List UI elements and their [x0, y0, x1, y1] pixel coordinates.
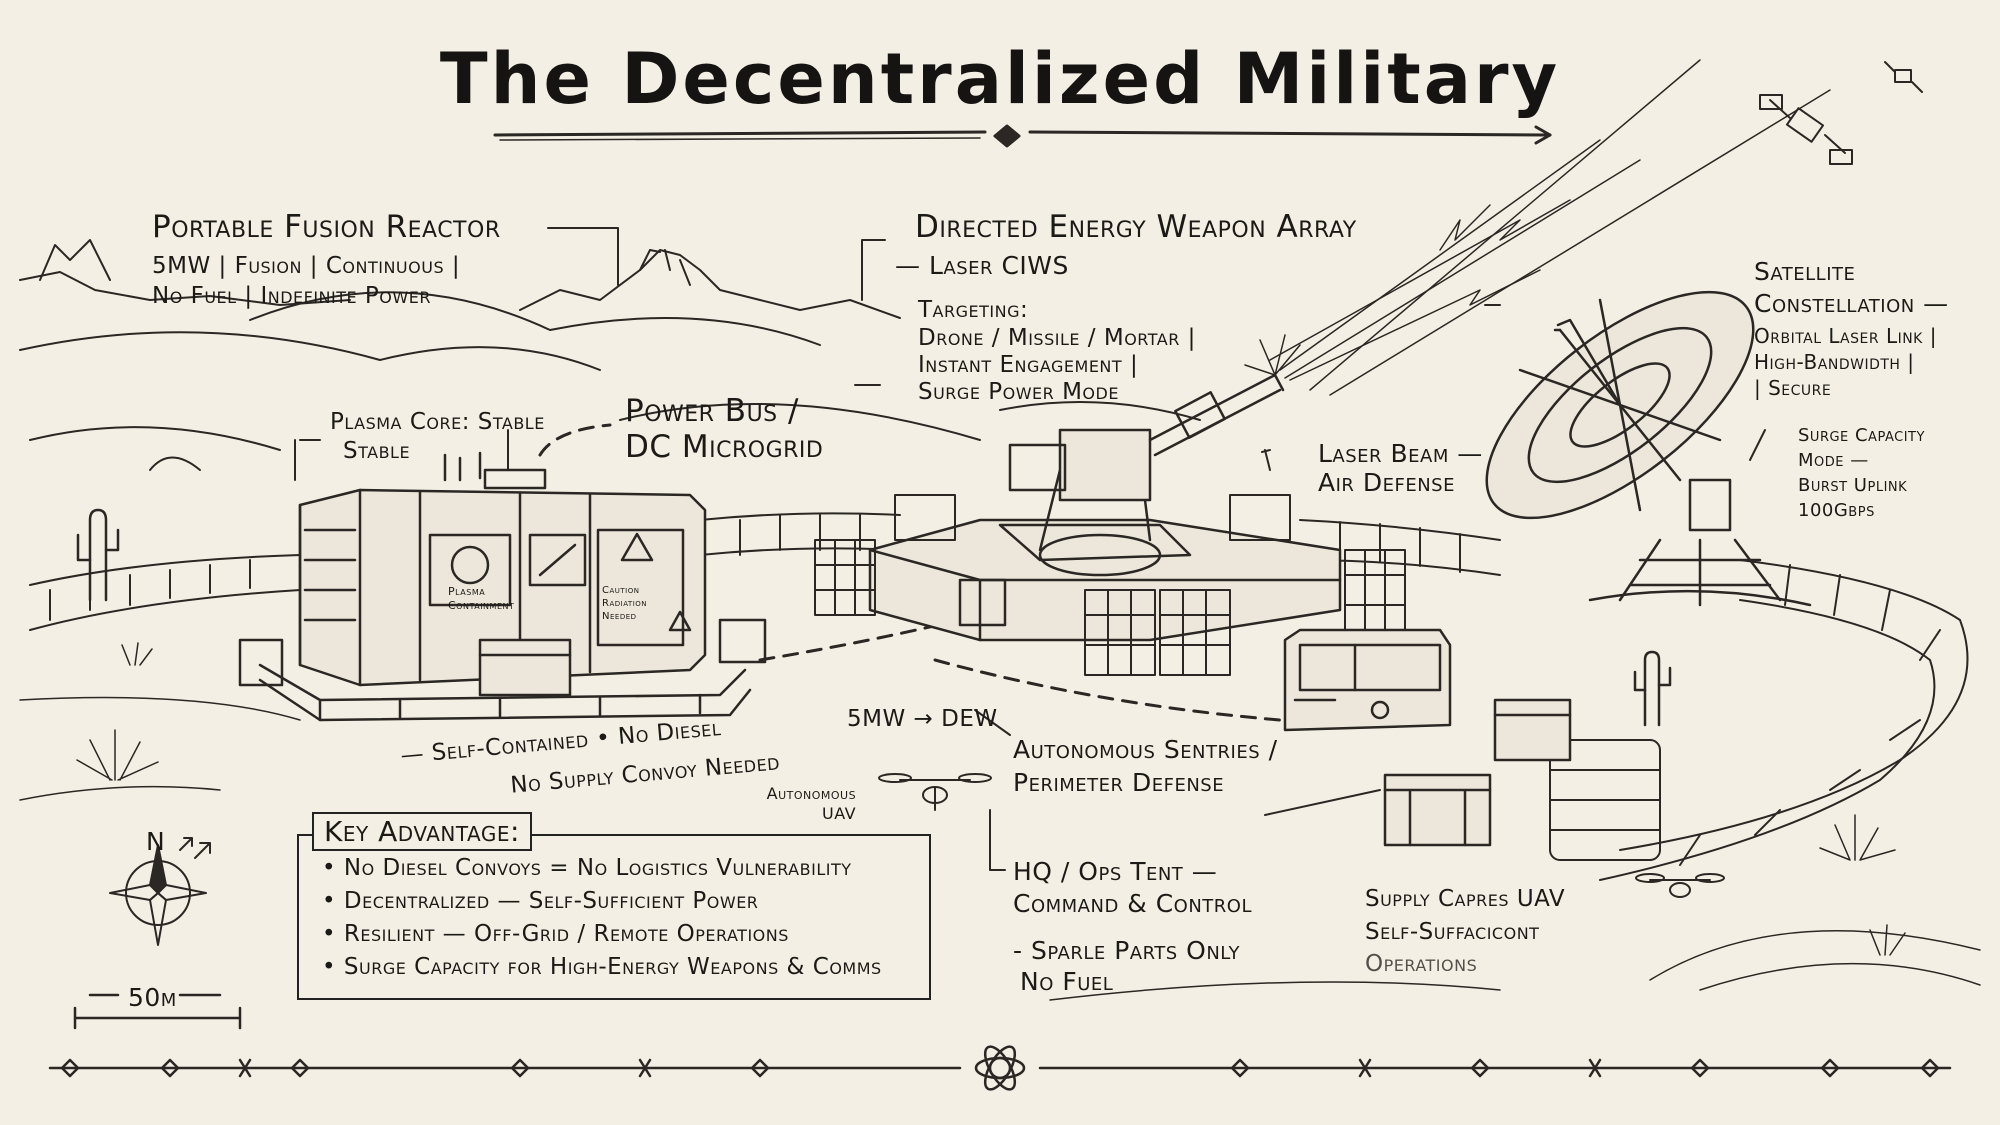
ground-contours	[19, 696, 1981, 1001]
leader-lines	[294, 227, 1766, 871]
reactor-panel-warning-label: Caution Radiation Needed	[602, 585, 648, 622]
key-advantage-list: No Diesel Convoys = No Logistics Vulnera…	[322, 852, 882, 984]
list-item: Decentralized — Self-Sufficient Power	[322, 885, 882, 918]
laser-ciws-label: — Laser CIWS	[895, 251, 1069, 280]
key-advantage-title: Key Advantage:	[312, 812, 532, 851]
self-sufficient-label: Self-Suffacicont	[1365, 919, 1540, 945]
page-title: The Decentralized Military	[439, 38, 1561, 120]
dew-heading: Directed Energy Weapon Array	[915, 209, 1357, 245]
surge-mode-label-4: 100Gbps	[1798, 500, 1875, 521]
targeting-label: Targeting:	[918, 297, 1029, 323]
targeting-line-3: Instant Engagement |	[918, 352, 1139, 378]
satellites	[1759, 61, 1923, 165]
satellite-label-3: Orbital Laser Link |	[1754, 324, 1937, 348]
surge-mode-label-3: Burst Uplink	[1798, 475, 1908, 496]
list-item: No Diesel Convoys = No Logistics Vulnera…	[322, 852, 882, 885]
satellite-label-1: Satellite	[1754, 257, 1856, 286]
command-control-label: Command & Control	[1013, 889, 1252, 918]
link-5mw-dew-label: 5MW → DEW	[847, 706, 998, 732]
uav-label: Autonomous UAV	[766, 784, 857, 823]
sentry-vehicle	[1283, 628, 1452, 732]
laser-beam-label: Laser Beam —	[1318, 439, 1483, 468]
targeting-line-4: Surge Power Mode	[918, 379, 1119, 405]
microgrid-label: DC Microgrid	[625, 429, 824, 465]
sentries-label: Autonomous Sentries /	[1013, 735, 1278, 764]
reactor-spec-line-1: 5MW | Fusion | Continuous |	[152, 253, 461, 279]
satellite-label-2: Constellation —	[1754, 289, 1949, 318]
scale-label: 50m	[128, 983, 177, 1012]
cactus-left	[76, 508, 120, 602]
gabion-barriers	[814, 494, 1406, 676]
no-fuel-label: No Fuel	[1020, 967, 1114, 996]
fusion-reactor-module	[298, 451, 707, 697]
power-bus-label: Power Bus /	[625, 393, 799, 429]
compass-rose	[109, 837, 211, 946]
surge-mode-label-2: Mode —	[1798, 450, 1869, 471]
supply-uav-label: Supply Capres UAV	[1365, 886, 1566, 912]
spare-parts-label: - Sparle Parts Only	[1013, 936, 1240, 965]
uav-drones	[878, 773, 1725, 898]
supply-crates	[1383, 698, 1572, 847]
reactor-spec-line-2: No Fuel | Indefinite Power	[152, 283, 431, 309]
compass-north-label: N	[146, 827, 166, 856]
targeting-line-2: Drone / Missile / Mortar |	[918, 325, 1196, 351]
reactor-skid	[238, 618, 767, 722]
sandbag-wall-left	[29, 512, 901, 631]
satellite-dish	[1485, 290, 1812, 607]
hq-label: HQ / Ops Tent —	[1013, 857, 1218, 886]
shrubs	[76, 642, 1906, 956]
weapon-platform	[868, 373, 1342, 642]
plasma-core-label: Plasma Core: Stable	[330, 409, 545, 435]
reactor-panel-left-label: Plasma Containment	[448, 585, 515, 612]
bottom-ornament	[48, 1045, 1952, 1091]
surge-mode-label-1: Surge Capacity	[1798, 425, 1925, 446]
perimeter-defense-label: Perimeter Defense	[1013, 768, 1225, 797]
list-item: Resilient — Off-Grid / Remote Operations	[322, 918, 882, 951]
operations-label: Operations	[1365, 951, 1478, 977]
list-item: Surge Capacity for High-Energy Weapons &…	[322, 951, 882, 984]
scale-bar	[73, 993, 242, 1030]
satellite-label-5: | Secure	[1754, 376, 1832, 400]
reactor-heading: Portable Fusion Reactor	[152, 209, 501, 245]
title-underline	[493, 124, 1552, 148]
cactus-right	[1633, 650, 1672, 727]
air-defense-label: Air Defense	[1318, 468, 1455, 497]
sandbag-wall-right	[1299, 519, 1969, 881]
laser-beams	[1244, 59, 1831, 396]
satellite-label-4: High-Bandwidth |	[1754, 350, 1915, 374]
plasma-core-label-2: Stable	[343, 438, 411, 464]
